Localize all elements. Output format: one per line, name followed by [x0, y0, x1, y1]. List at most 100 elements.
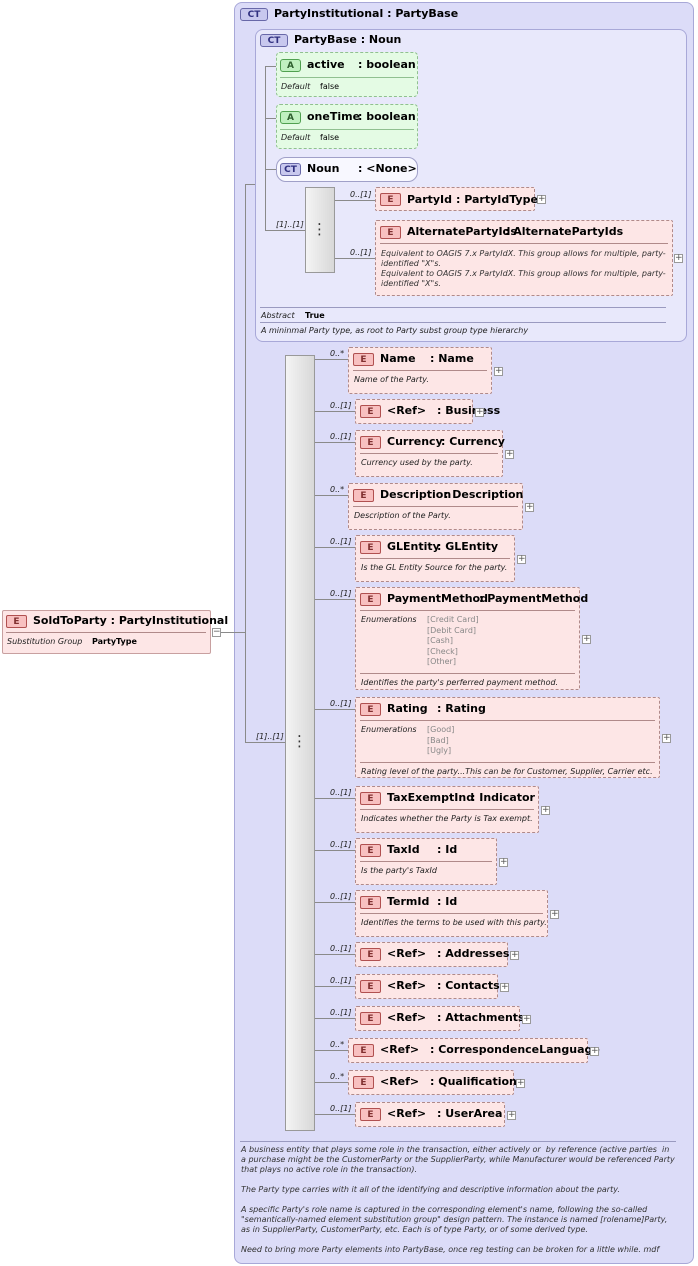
attribute-type: : boolean: [358, 58, 416, 71]
element-type: : AlternatePartyIds: [505, 225, 624, 238]
expand-button[interactable]: +: [475, 406, 484, 417]
element-icon: E: [360, 896, 381, 909]
element-icon: E: [360, 541, 381, 554]
cardinality-label: 0..[1]: [350, 248, 372, 257]
root-title: SoldToParty : PartyInstitutional: [33, 614, 229, 627]
connector: [315, 1018, 355, 1019]
sequence-compositor[interactable]: [285, 355, 315, 1131]
default-label: Default: [281, 133, 311, 142]
element-type: : Qualification: [430, 1075, 517, 1088]
element-type: : Currency: [441, 435, 505, 448]
element-type: : Description: [444, 488, 524, 501]
expand-button[interactable]: +: [662, 732, 671, 743]
connector: [315, 599, 355, 600]
enum-value: [Other]: [427, 657, 456, 666]
enum-value: [Credit Card]: [427, 615, 479, 624]
expand-button[interactable]: +: [516, 1077, 525, 1088]
element-name: <Ref>: [387, 1107, 427, 1120]
cardinality-label: 0..[1]: [330, 699, 352, 708]
connector: [315, 850, 355, 851]
complex-type-icon: CT: [260, 34, 288, 47]
element-icon: E: [353, 1076, 374, 1089]
element-12[interactable]: [355, 1006, 520, 1031]
divider: [280, 129, 414, 130]
element-partyid[interactable]: [375, 187, 535, 211]
substitution-group-label: Substitution Group: [7, 637, 83, 646]
expand-button[interactable]: +: [494, 365, 503, 376]
element-description: Name of the Party.: [354, 375, 429, 384]
element-icon: E: [353, 353, 374, 366]
expand-button[interactable]: +: [537, 194, 546, 204]
cardinality-label: [1]..[1]: [256, 732, 284, 741]
connector: [315, 1114, 355, 1115]
noun-type: : <None>: [358, 162, 417, 175]
divider: [360, 861, 492, 862]
element-name: Rating: [387, 702, 428, 715]
expand-button[interactable]: +: [590, 1045, 599, 1056]
element-icon: E: [360, 593, 381, 606]
expand-button[interactable]: +: [550, 908, 559, 919]
enumerations-label: Enumerations: [361, 615, 417, 624]
cardinality-label: 0..[1]: [350, 190, 372, 199]
divider: [360, 720, 655, 721]
connector: [315, 1082, 348, 1083]
expand-button[interactable]: +: [510, 949, 519, 960]
element-name: PartyId: [407, 193, 453, 206]
connector: [315, 442, 355, 443]
element-icon: E: [6, 615, 27, 628]
element-icon: E: [353, 489, 374, 502]
element-name: <Ref>: [387, 1011, 427, 1024]
expand-button[interactable]: +: [499, 856, 508, 867]
expand-button[interactable]: +: [674, 253, 683, 263]
cardinality-label: 0..*: [330, 1072, 345, 1081]
divider: [360, 610, 575, 611]
connector: [315, 986, 355, 987]
element-14[interactable]: [348, 1070, 514, 1095]
element-description: Currency used by the party.: [361, 458, 473, 467]
connector: [315, 902, 355, 903]
element-name: Description: [380, 488, 452, 501]
complex-type-icon: CT: [240, 8, 268, 21]
enum-value: [Debit Card]: [427, 625, 477, 635]
attribute-icon: A: [280, 59, 301, 72]
element-icon: E: [360, 1012, 381, 1025]
type-documentation: A business entity that plays some role i…: [241, 1145, 675, 1254]
cardinality-label: 0..[1]: [330, 1104, 352, 1113]
element-type: : UserArea: [437, 1107, 503, 1120]
element-description: Is the GL Entity Source for the party.: [361, 563, 508, 572]
expand-button[interactable]: +: [507, 1109, 516, 1120]
cardinality-label: 0..[1]: [330, 1008, 352, 1017]
party-base-description: A mininmal Party type, as root to Party …: [261, 326, 529, 335]
divider: [260, 322, 666, 323]
collapse-button[interactable]: −: [212, 627, 221, 637]
expand-button[interactable]: +: [582, 633, 591, 644]
sequence-compositor[interactable]: [305, 187, 335, 273]
abstract-value: True: [305, 311, 325, 320]
expand-button[interactable]: +: [500, 981, 509, 992]
expand-button[interactable]: +: [522, 1013, 531, 1024]
element-alternatepartyids[interactable]: [375, 220, 673, 296]
expand-button[interactable]: +: [505, 448, 514, 459]
cardinality-label: 0..[1]: [330, 944, 352, 953]
element-icon: E: [380, 226, 401, 239]
attribute-name: oneTime: [307, 110, 361, 123]
divider: [260, 307, 666, 308]
element-6[interactable]: [355, 697, 660, 778]
cardinality-label: 0..[1]: [330, 976, 352, 985]
element-icon: E: [360, 844, 381, 857]
element-name: <Ref>: [380, 1075, 420, 1088]
element-icon: E: [353, 1044, 374, 1057]
element-description: Indicates whether the Party is Tax exemp…: [361, 814, 533, 823]
element-type: : Contacts: [437, 979, 500, 992]
expand-button[interactable]: +: [541, 804, 550, 815]
connector: [315, 411, 355, 412]
complex-type-icon: CT: [280, 163, 301, 176]
expand-button[interactable]: +: [525, 501, 534, 512]
expand-button[interactable]: +: [517, 553, 526, 564]
element-13[interactable]: [348, 1038, 588, 1063]
default-value: false: [320, 133, 340, 142]
divider: [380, 243, 668, 244]
element-type: : Addresses: [437, 947, 510, 960]
element-icon: E: [360, 948, 381, 961]
divider: [360, 913, 543, 914]
